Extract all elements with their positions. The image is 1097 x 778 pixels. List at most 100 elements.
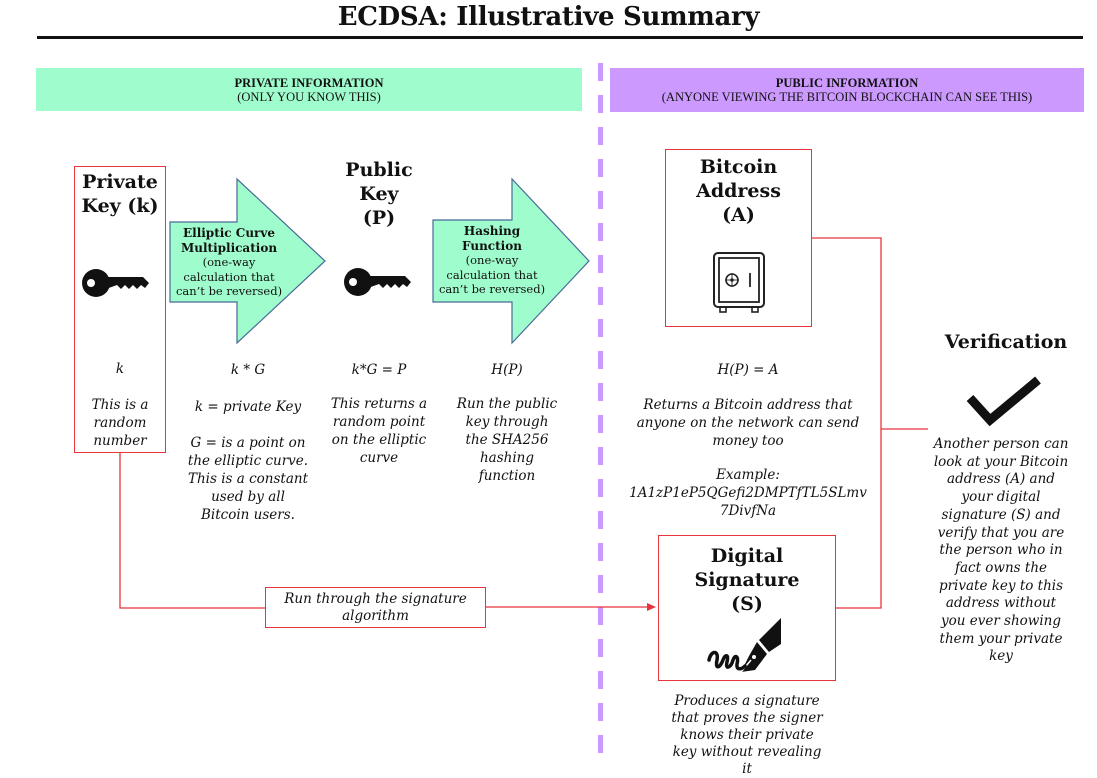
address-example: Example: 1A1zP1eP5QGefi2DMPTfTL5SLmv 7Di…	[620, 466, 876, 520]
private-key-title-line1: Private	[82, 171, 158, 193]
elliptic-curve-arrow-shape	[169, 177, 326, 345]
address-to-verification-line	[812, 237, 882, 609]
public-key-formula: k*G = P	[351, 362, 407, 378]
desc-line: that proves the signer	[671, 710, 823, 726]
hashing-arrow-label: Hashing Function (one-way calculation th…	[433, 224, 551, 297]
public-key-key-icon	[344, 268, 411, 296]
example-label: Example:	[716, 467, 780, 483]
verification-title: Verification	[944, 331, 1068, 353]
desc-line: them your private	[939, 630, 1063, 647]
signature-description: Produces a signature that proves the sig…	[644, 693, 850, 778]
desc-line: Another person can	[933, 436, 1069, 452]
page-title: ECDSA: Illustrative Summary	[337, 2, 760, 32]
private-key-key-icon	[82, 269, 149, 297]
ec-title-line1: Elliptic Curve	[182, 226, 275, 240]
private-band-subheading: (ONLY YOU KNOW THIS)	[237, 89, 381, 104]
hash-desc-line: calculation that	[446, 267, 538, 282]
address-title-line1: Bitcoin	[699, 156, 778, 178]
hash-note-line: key through	[465, 414, 549, 430]
fountain-pen-signature-icon	[707, 618, 781, 673]
hash-formula: H(P)	[491, 362, 523, 378]
desc-line: look at your Bitcoin	[933, 453, 1069, 470]
desc-line: signature (S) and	[941, 506, 1061, 523]
ec-formula: k * G	[230, 362, 266, 378]
desc-line: Returns a Bitcoin address that	[643, 397, 853, 413]
public-key-title-line2: Key	[359, 183, 399, 205]
private-key-title-line2: Key (k)	[81, 195, 159, 217]
desc-line: anyone on the network can send	[636, 415, 860, 431]
address-description: Returns a Bitcoin address that anyone on…	[620, 396, 876, 450]
hash-desc-line: can’t be reversed)	[438, 282, 546, 296]
ec-notes: k = private Key G = is a point on the el…	[176, 398, 320, 524]
private-public-divider	[598, 63, 603, 753]
private-key-description: This is a random number	[75, 396, 165, 450]
desc-line: private key to this	[938, 577, 1064, 594]
desc-line: This is a	[91, 397, 149, 413]
example-value-line: 7DivfNa	[719, 503, 777, 519]
checkmark-icon	[966, 376, 1041, 427]
public-band-heading: PUBLIC INFORMATION	[775, 76, 919, 90]
desc-line: on the elliptic	[331, 432, 427, 448]
address-title-line3: (A)	[722, 204, 755, 226]
desc-line: key	[989, 648, 1013, 665]
algorithm-label-line1: Run through the signature	[284, 591, 467, 607]
hash-note-line: function	[478, 468, 536, 484]
desc-line: knows their private	[680, 727, 814, 743]
public-band-subheading: (ANYONE VIEWING THE BITCOIN BLOCKCHAIN C…	[661, 90, 1033, 104]
desc-line: verify that you are	[937, 524, 1065, 541]
private-key-box: Private Key (k) k This is a random numbe…	[74, 166, 166, 453]
signature-title-line1: Digital	[710, 545, 784, 567]
desc-line: fact owns the	[954, 559, 1048, 576]
desc-line: the person who in	[939, 542, 1063, 559]
example-value-line: 1A1zP1eP5QGefi2DMPTfTL5SLmv	[629, 485, 867, 501]
signature-arrowhead	[647, 603, 656, 611]
desc-line: curve	[359, 450, 399, 466]
desc-line: Produces a signature	[674, 693, 820, 709]
hashing-arrow-shape	[432, 177, 590, 345]
private-band-heading: PRIVATE INFORMATION	[234, 75, 384, 90]
signature-title-line3: (S)	[731, 593, 763, 615]
desc-line: money too	[712, 433, 784, 449]
public-key-description: This returns a random point on the ellip…	[320, 395, 438, 467]
title-rule	[37, 36, 1083, 39]
hash-notes: Run the public key through the SHA256 ha…	[447, 395, 567, 485]
public-key-title: Public Key (P)	[330, 158, 428, 230]
desc-line: address (A) and	[947, 471, 1055, 488]
address-title-line2: Address	[696, 180, 781, 202]
ec-desc-line: calculation that	[183, 269, 275, 284]
public-key-title-line3: (P)	[362, 207, 396, 229]
ec-note-line: G = is a point on	[190, 435, 306, 451]
desc-line: it	[742, 761, 752, 777]
private-information-band: PRIVATE INFORMATION (ONLY YOU KNOW THIS)	[36, 68, 582, 111]
ec-desc-line: can’t be reversed)	[175, 284, 283, 298]
ec-note-line: used by all	[211, 489, 285, 505]
desc-line: random point	[332, 414, 426, 430]
public-information-band: PUBLIC INFORMATION (ANYONE VIEWING THE B…	[610, 68, 1084, 112]
hash-note-line: hashing	[479, 450, 535, 466]
ec-note-line: k = private Key	[194, 399, 302, 415]
ec-note-line: This is a constant	[187, 471, 309, 487]
desc-line: you ever showing	[940, 613, 1062, 630]
algorithm-label-line2: algorithm	[342, 608, 409, 624]
ec-note-spacer	[176, 416, 320, 434]
ec-desc-line: (one-way	[202, 255, 256, 269]
desc-line: your digital	[961, 489, 1041, 506]
signature-algorithm-box: Run through the signature algorithm	[265, 587, 486, 628]
hash-desc-line: (one-way	[465, 253, 519, 267]
desc-line: random	[93, 415, 147, 431]
public-key-title-line1: Public	[345, 159, 413, 181]
hash-title-line1: Hashing	[463, 224, 521, 238]
address-formula: H(P) = A	[717, 362, 779, 378]
desc-line: number	[93, 433, 147, 449]
desc-line: key without revealing	[672, 744, 822, 760]
elliptic-curve-arrow-label: Elliptic Curve Multiplication (one-way c…	[170, 226, 288, 299]
safe-icon	[713, 252, 765, 313]
private-key-symbol: k	[115, 361, 125, 377]
ec-note-line: Bitcoin users.	[201, 507, 295, 523]
private-key-to-signature-line	[119, 452, 265, 609]
desc-line: This returns a	[330, 396, 428, 412]
ec-title-line2: Multiplication	[180, 240, 278, 255]
desc-line: address without	[945, 595, 1057, 612]
private-key-title: Private Key (k)	[75, 170, 165, 218]
